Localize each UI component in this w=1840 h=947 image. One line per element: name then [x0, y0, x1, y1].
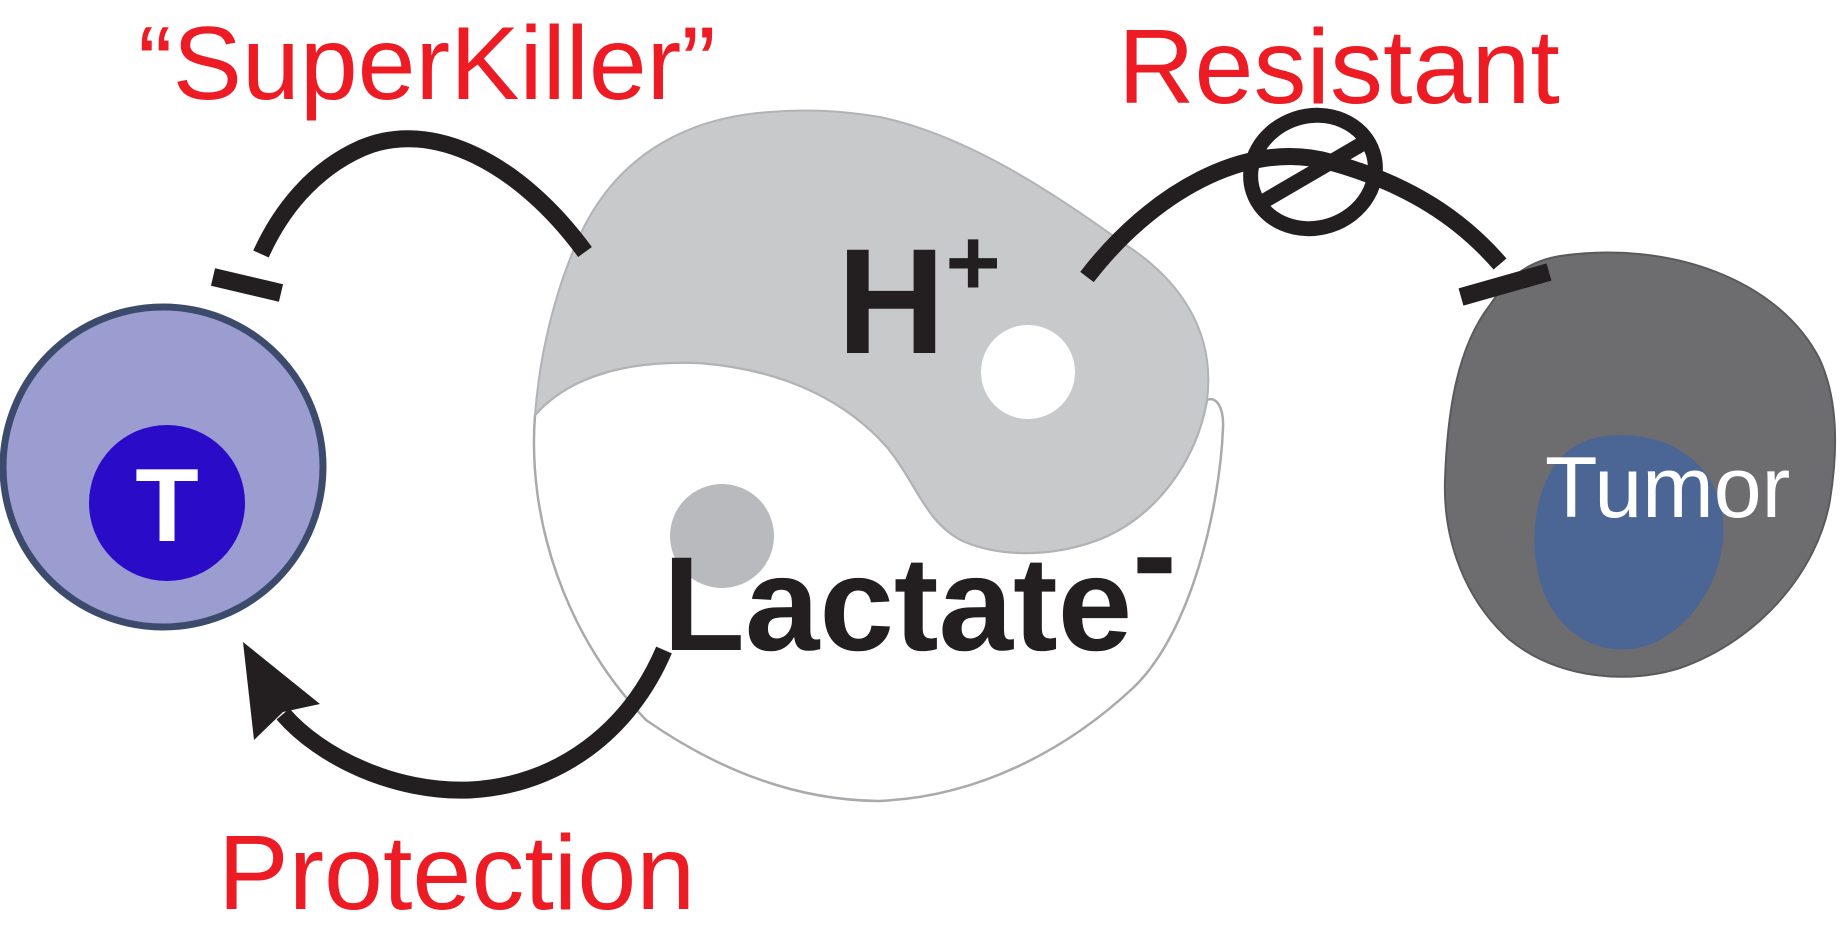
yin-yang-gray-eye: [670, 484, 774, 588]
protection-label: Protection: [218, 814, 695, 932]
protection-arrow: [243, 642, 672, 799]
no-entry-icon: [1243, 107, 1383, 237]
inhibition-bar-icon: [1458, 263, 1552, 306]
resistant-arc: [1080, 147, 1507, 283]
superkiller-arc: [253, 130, 592, 258]
t-cell-label: T: [135, 448, 199, 564]
superkiller-arrow: [210, 130, 592, 302]
proton-label: H+: [837, 210, 1001, 385]
yin-yang-white-eye: [981, 325, 1075, 419]
t-cell: T: [0, 303, 327, 631]
tumor-label: Tumor: [1545, 440, 1790, 536]
proton-superscript: +: [945, 210, 1000, 316]
inhibition-bar-icon: [210, 268, 284, 302]
yin-yang-symbol: H+ Lactate-: [532, 109, 1225, 803]
tumor: Tumor: [1443, 251, 1837, 678]
resistant-label: Resistant: [1118, 8, 1560, 126]
tumor-core: [1534, 435, 1724, 650]
lactate-label: Lactate-: [663, 480, 1177, 679]
protection-arc: [276, 646, 672, 799]
arrowhead-icon: [243, 642, 320, 740]
resistant-arrow: [1080, 107, 1552, 306]
t-cell-nucleus: [89, 425, 245, 581]
superkiller-label: “SuperKiller”: [138, 6, 716, 122]
yin-yang-gray-half: [533, 109, 1210, 554]
lactate-superscript: -: [1132, 480, 1177, 629]
